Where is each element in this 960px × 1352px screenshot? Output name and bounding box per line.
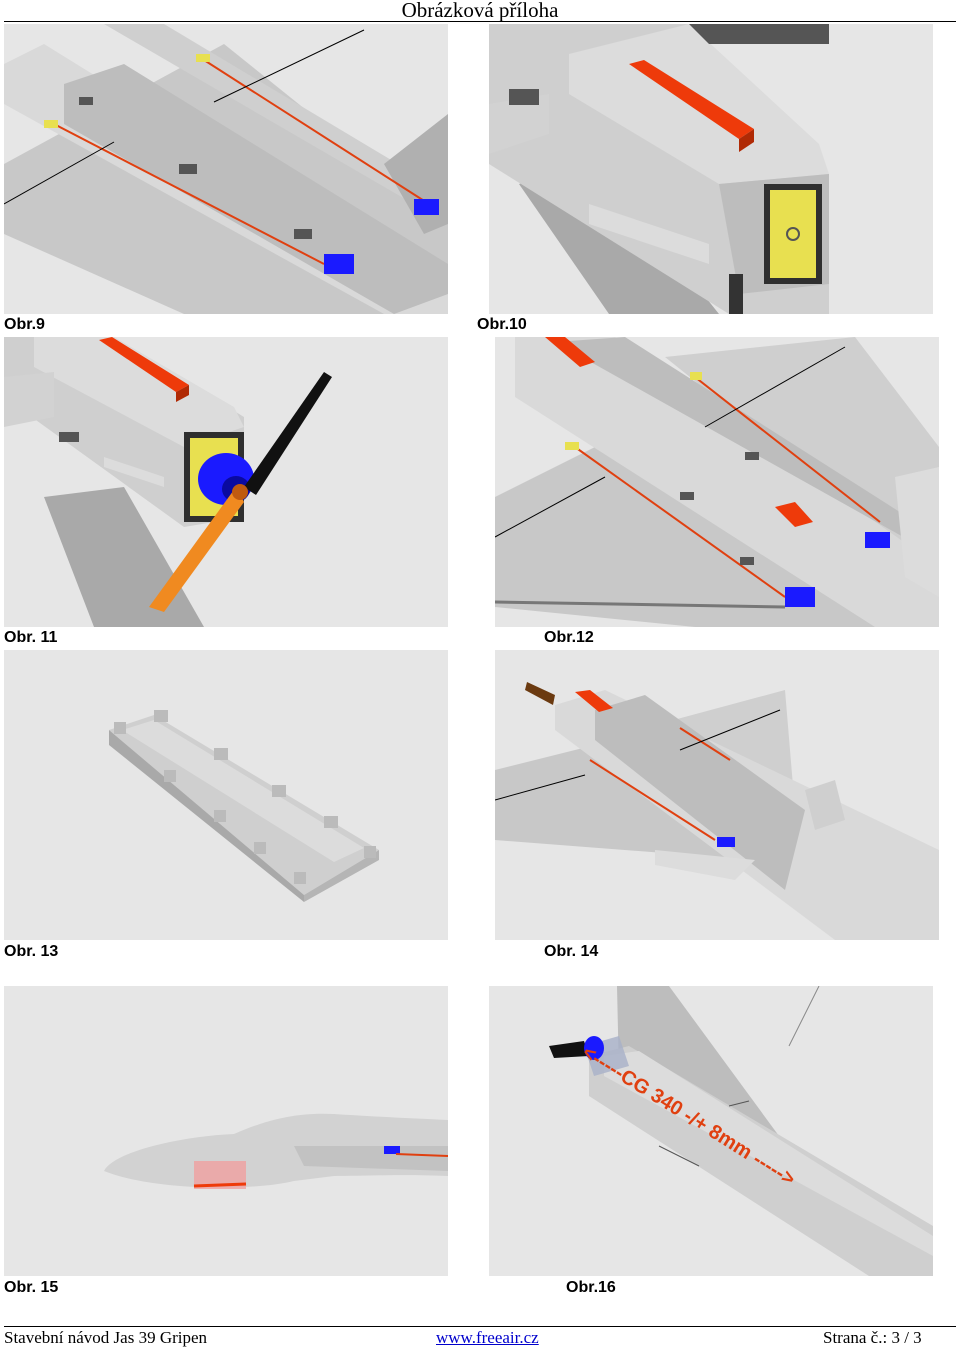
figure-11-image xyxy=(4,337,448,627)
figure-12-image xyxy=(495,337,939,627)
figure-14-image xyxy=(495,650,939,940)
figure-10-caption: Obr.10 xyxy=(477,316,527,333)
figure-11-caption: Obr. 11 xyxy=(4,629,58,646)
footer-website-link[interactable]: www.freeair.cz xyxy=(436,1328,539,1347)
footer-document-title: Stavební návod Jas 39 Gripen xyxy=(4,1328,208,1347)
figure-16-image: <-----CG 340 -/+ 8mm -----> xyxy=(489,986,933,1276)
figure-13-caption: Obr. 13 xyxy=(4,943,59,960)
figure-9-caption: Obr.9 xyxy=(4,316,45,333)
page-title: Obrázková příloha xyxy=(401,0,559,22)
figure-15-image xyxy=(4,986,448,1276)
header-divider xyxy=(4,21,956,22)
footer-divider xyxy=(4,1326,956,1327)
figure-13-image xyxy=(4,650,448,940)
figure-12-caption: Obr.12 xyxy=(544,629,594,646)
figure-14-caption: Obr. 14 xyxy=(544,943,599,960)
figure-9-image xyxy=(4,24,448,314)
figure-15-caption: Obr. 15 xyxy=(4,1279,59,1296)
figure-10-image xyxy=(489,24,933,314)
footer-page-number: Strana č.: 3 / 3 xyxy=(823,1328,922,1347)
figure-16-caption: Obr.16 xyxy=(566,1279,616,1296)
